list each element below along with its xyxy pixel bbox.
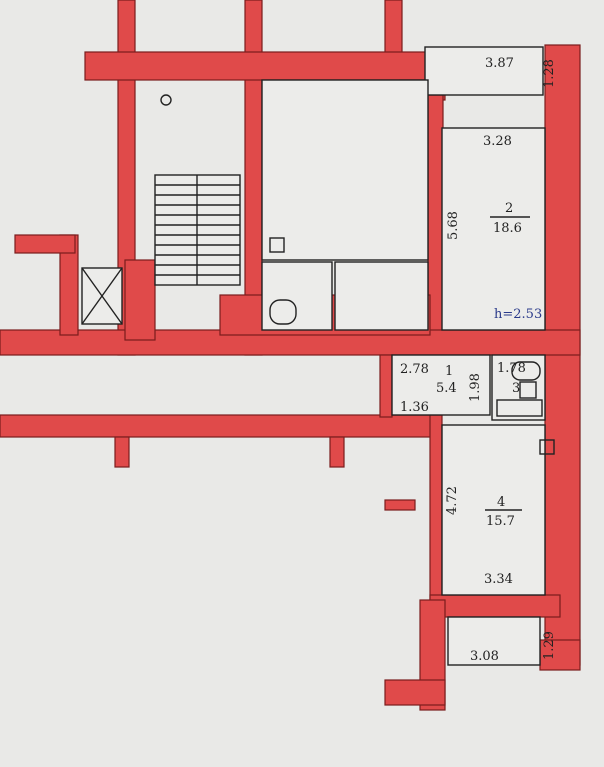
room2-length: 5.68	[446, 211, 461, 240]
room4-number: 4	[497, 495, 505, 510]
bottom-balcony-length: 3.08	[470, 649, 499, 664]
room2-area: 18.6	[493, 221, 522, 236]
room4-width: 3.34	[484, 572, 513, 587]
room1-dim-bottom: 1.36	[400, 400, 429, 415]
bathroom-fixtures	[269, 237, 555, 455]
room1-area: 5.4	[436, 381, 457, 396]
room1-dim-top: 2.78	[400, 362, 429, 377]
room4-length: 4.72	[445, 486, 460, 515]
room4-area: 15.7	[486, 514, 515, 529]
top-balcony-depth: 1.28	[542, 59, 557, 88]
room2-width: 3.28	[483, 134, 512, 149]
top-balcony-length: 3.87	[485, 56, 514, 71]
room2-number: 2	[505, 201, 513, 216]
room1-dim-side: 1.98	[468, 373, 483, 402]
room1-number: 1	[445, 364, 453, 379]
room3-dim-top: 1.78	[497, 361, 526, 376]
stair-marker-icon	[160, 94, 172, 106]
bottom-balcony-depth: 1.29	[542, 631, 557, 660]
room3-number: 3	[512, 381, 520, 396]
elevator-shaft	[81, 267, 123, 325]
stairs	[154, 174, 241, 286]
ceiling-height: h=2.53	[494, 307, 542, 322]
